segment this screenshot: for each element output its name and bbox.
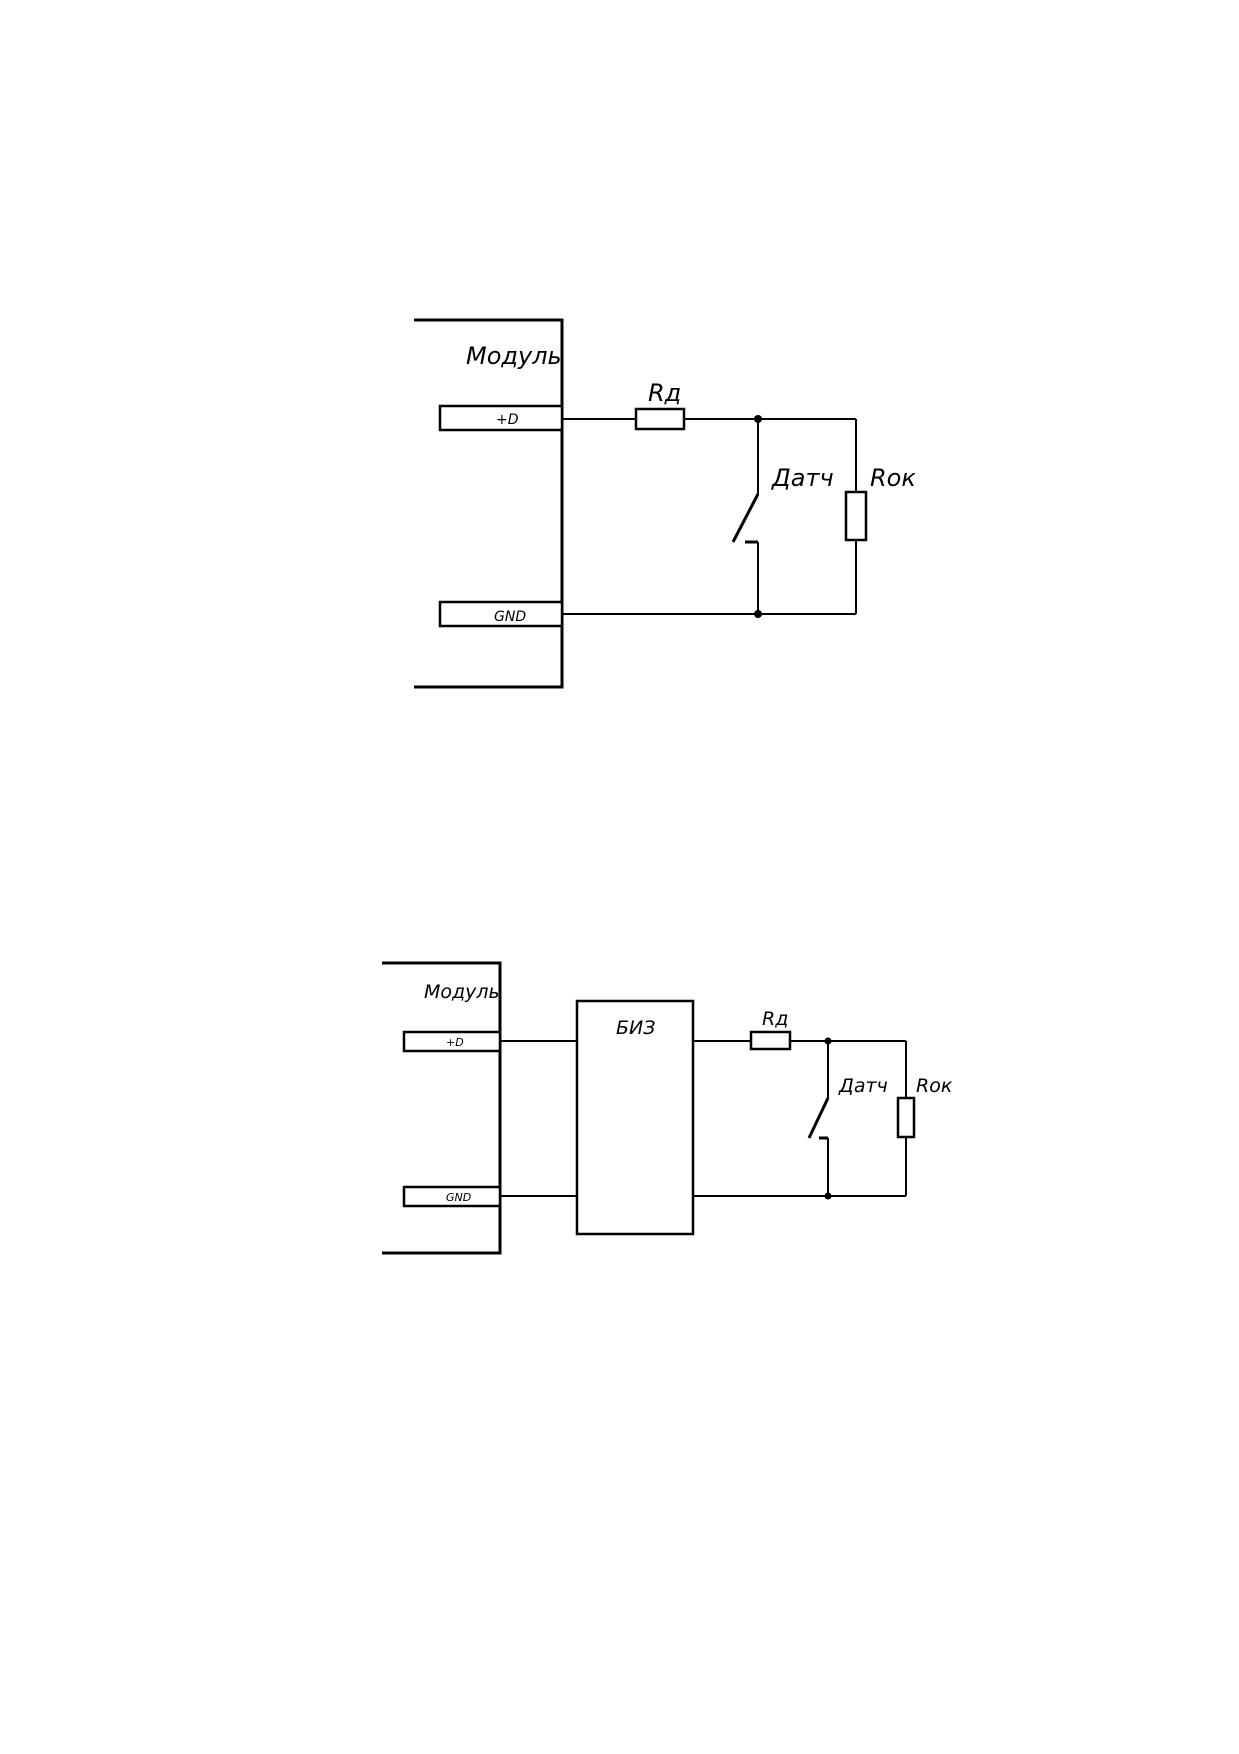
resistor-rok-label: Rок: [870, 464, 916, 492]
resistor-rd-label: Rд: [648, 379, 681, 407]
module-label: Модуль: [424, 981, 500, 1003]
resistor-rok: [844, 490, 868, 542]
resistor-rok-label: Rок: [916, 1075, 953, 1097]
terminal-plus-d-label: +D: [496, 412, 519, 428]
resistor-rd: [634, 407, 686, 431]
diagram-2: Модуль +D GND БИЗ Rд Датч: [382, 961, 953, 1255]
resistor-rok: [896, 1096, 916, 1139]
diagram-1: Модуль +D GND Rд Датч Rок: [414, 318, 916, 689]
terminal-plus-d: [438, 404, 564, 432]
sensor-switch: [731, 419, 760, 614]
resistor-rd-label: Rд: [762, 1008, 788, 1030]
sensor-label: Датч: [838, 1075, 888, 1097]
barrier-label: БИЗ: [616, 1017, 655, 1039]
resistor-rd: [749, 1030, 792, 1051]
barrier-block: [575, 999, 695, 1236]
module-block-outline: [414, 318, 564, 689]
sensor-label: Датч: [771, 464, 834, 492]
terminal-gnd-label: GND: [494, 609, 526, 625]
terminal-plus-d-label: +D: [446, 1036, 464, 1049]
module-block-outline: [382, 961, 502, 1255]
terminal-gnd: [438, 600, 564, 628]
sensor-switch: [807, 1041, 830, 1196]
module-label: Модуль: [466, 342, 562, 370]
terminal-gnd-label: GND: [446, 1191, 471, 1204]
